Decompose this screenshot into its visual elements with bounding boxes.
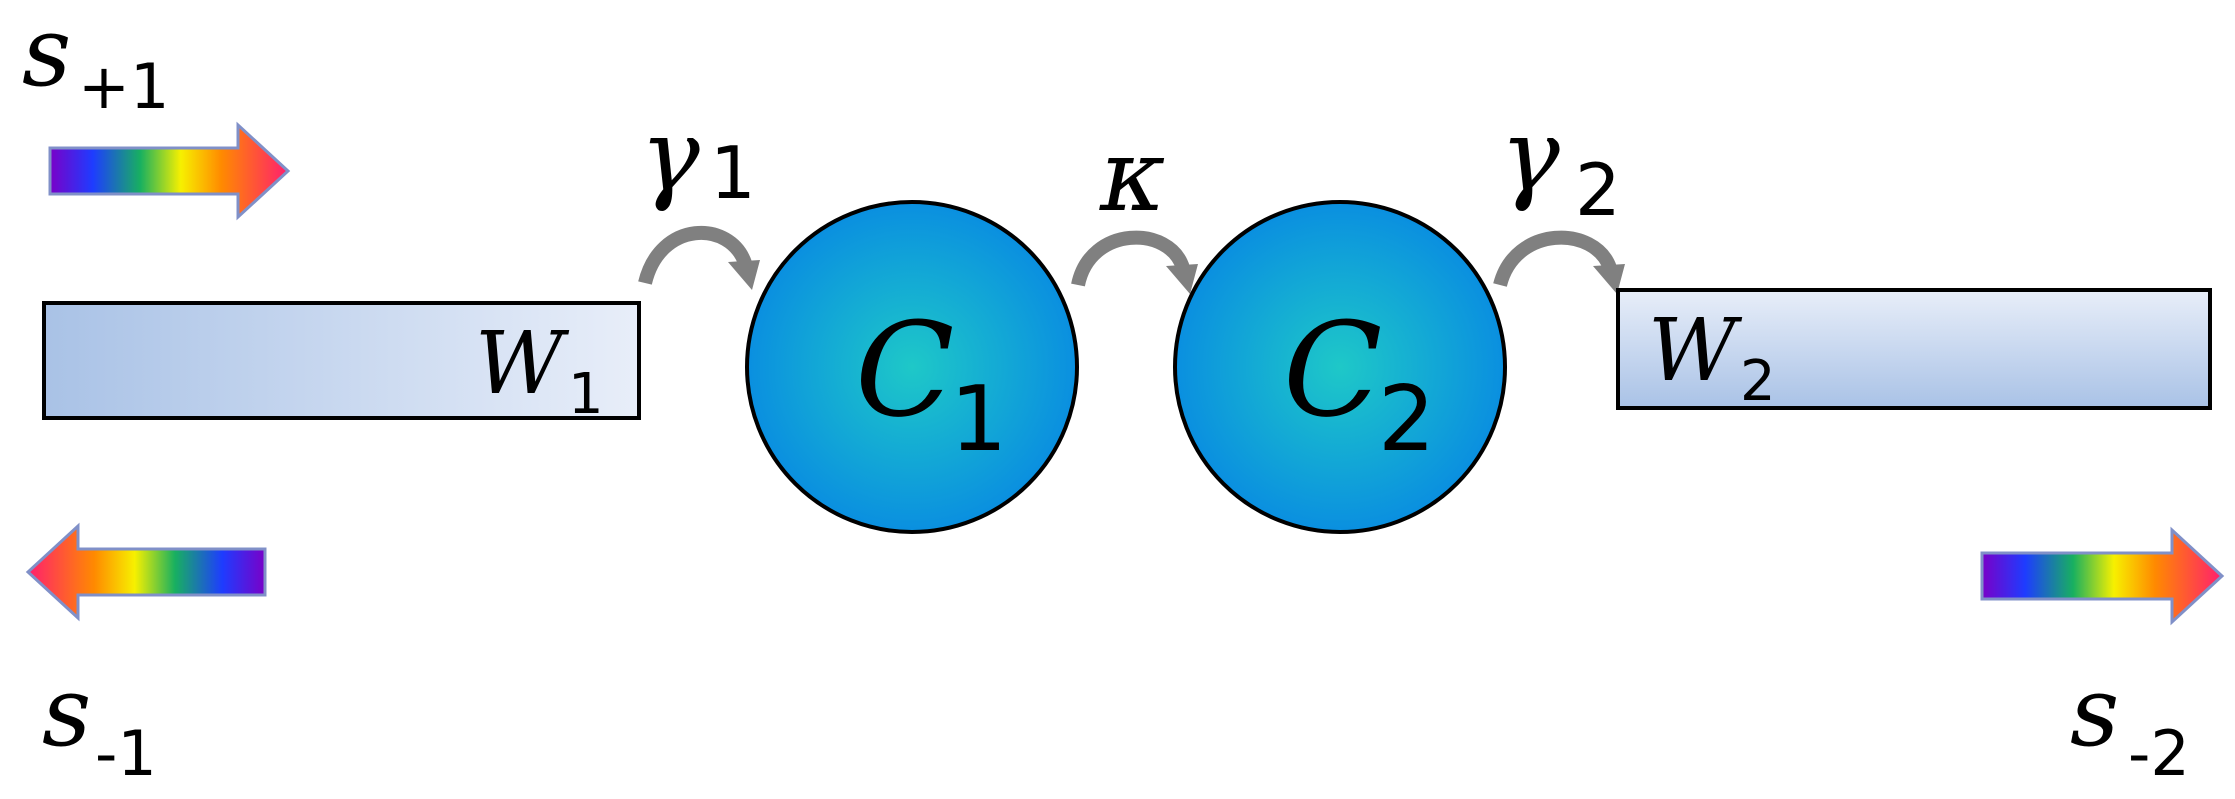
svg-text:1: 1 (950, 367, 1007, 472)
cavity-2: C 2 (1173, 200, 1507, 534)
label-gamma-1: γ 1 (640, 97, 756, 215)
label-input-left: s +1 (22, 0, 169, 123)
svg-text:2: 2 (1740, 349, 1776, 414)
rainbow-arrow-right-icon (1980, 526, 2225, 626)
svg-text:C: C (855, 294, 954, 446)
svg-text:C: C (1283, 294, 1382, 446)
svg-text:1: 1 (568, 362, 604, 427)
label-output-right: s -2 (2070, 656, 2190, 790)
waveguide-2: W 2 (1616, 288, 2212, 414)
svg-text:+1: +1 (78, 50, 169, 123)
svg-text:s: s (2070, 656, 2119, 768)
label-gamma-2: γ 2 (1500, 97, 1621, 232)
curved-arrow-icon (1071, 230, 1198, 294)
label-kappa: κ (1099, 117, 1166, 234)
svg-text:W: W (475, 314, 570, 414)
cavity-1: C 1 (745, 200, 1079, 534)
rainbow-arrow-left-icon (25, 522, 267, 622)
curved-arrow-icon (638, 225, 760, 290)
curved-arrow-icon (1493, 230, 1625, 294)
svg-text:γ: γ (640, 97, 700, 214)
label-output-left: s -1 (42, 656, 157, 790)
svg-text:κ: κ (1099, 117, 1166, 234)
svg-text:s: s (22, 0, 71, 108)
svg-text:2: 2 (1378, 367, 1435, 472)
svg-text:1: 1 (710, 131, 756, 215)
svg-text:γ: γ (1500, 97, 1560, 214)
svg-text:W: W (1648, 301, 1743, 401)
svg-text:2: 2 (1575, 148, 1621, 232)
svg-text:-2: -2 (2128, 717, 2190, 790)
svg-text:-1: -1 (95, 717, 157, 790)
waveguide-1: W 1 (42, 301, 641, 427)
rainbow-arrow-right-icon (48, 121, 291, 221)
svg-text:s: s (42, 656, 91, 768)
